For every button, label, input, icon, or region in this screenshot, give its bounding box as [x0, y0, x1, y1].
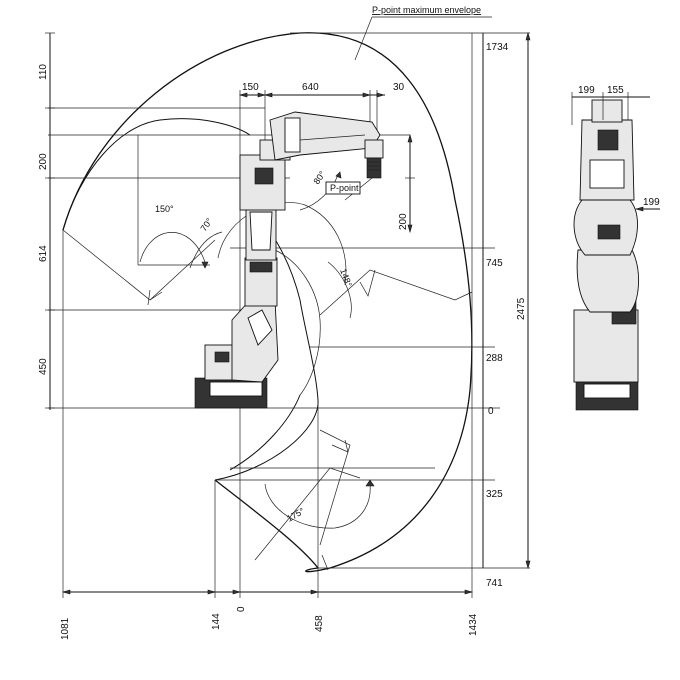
tool-height-dimension — [407, 133, 413, 234]
top-dimension-chain — [238, 92, 386, 98]
p-point-callout — [325, 177, 373, 201]
robot-front-view — [194, 111, 384, 409]
bottom-dim-1081: 1081 — [60, 617, 71, 640]
robot-side-view — [571, 92, 660, 411]
left-dim-110: 110 — [38, 64, 49, 80]
p-point-label: P-point — [330, 183, 359, 193]
side-top-dim-155: 155 — [607, 85, 624, 96]
angle-148: 148° — [338, 267, 354, 288]
angle-arcs — [139, 171, 375, 529]
labels: P-point maximum envelope P-point 110 200… — [38, 5, 660, 640]
angle-70: 70° — [198, 216, 214, 233]
top-dim-30: 30 — [393, 82, 405, 93]
right-dimension-chain — [482, 31, 531, 570]
bottom-dim-0: 0 — [236, 606, 247, 612]
right-dim-745: 745 — [486, 258, 503, 269]
reference-lines — [48, 32, 530, 569]
bottom-dim-1434: 1434 — [468, 613, 479, 636]
envelope-leader — [354, 16, 492, 61]
right-dim-1734: 1734 — [486, 42, 509, 53]
p-point-envelope — [62, 32, 473, 573]
tool-dim-200: 200 — [398, 213, 409, 230]
side-top-dim-199: 199 — [578, 85, 595, 96]
bottom-dimension-chain — [61, 589, 474, 595]
total-height-2475: 2475 — [516, 297, 527, 320]
left-dim-200: 200 — [38, 153, 49, 170]
angle-80: 80° — [311, 169, 327, 186]
bottom-dim-144: 144 — [211, 613, 222, 630]
angle-150: 150° — [155, 204, 174, 214]
left-dimension-chain — [45, 32, 55, 410]
right-dim-288: 288 — [486, 353, 503, 364]
side-right-dim-199: 199 — [643, 197, 660, 208]
bottom-dim-458: 458 — [314, 615, 325, 632]
envelope-label: P-point maximum envelope — [372, 5, 481, 15]
top-dim-640: 640 — [302, 82, 319, 93]
right-dim-0: 0 — [488, 406, 494, 417]
top-dim-150: 150 — [242, 82, 259, 93]
right-dim-741: 741 — [486, 578, 503, 589]
left-dim-614: 614 — [38, 245, 49, 262]
left-dim-450: 450 — [38, 358, 49, 375]
right-dim-325: 325 — [486, 489, 503, 500]
